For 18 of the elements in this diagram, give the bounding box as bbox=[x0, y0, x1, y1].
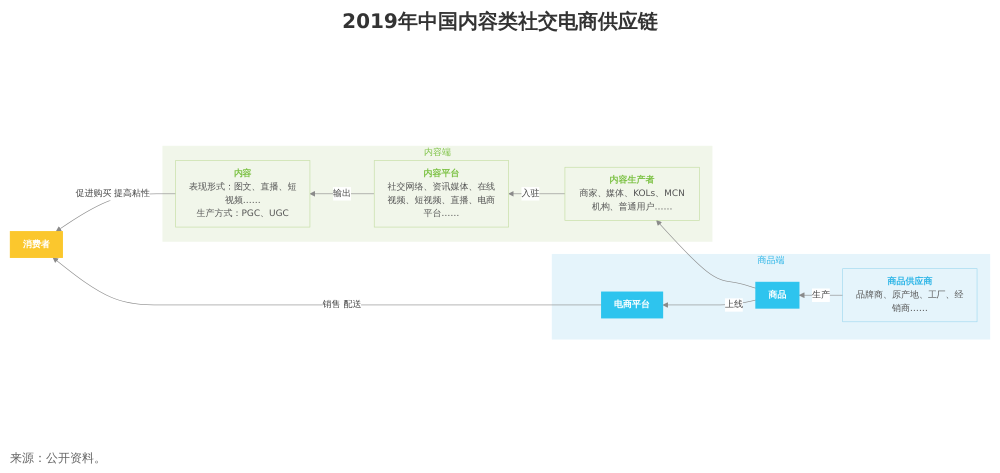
edge-label: 促进购买 提高粘性 bbox=[75, 188, 150, 198]
arrow bbox=[656, 220, 756, 288]
node-box: 内容平台 社交网络、资讯媒体、在线视频、短视频、直播、电商平台…… bbox=[374, 160, 509, 228]
edge-label: 入驻 bbox=[521, 188, 540, 198]
arrow bbox=[662, 300, 756, 308]
edge-label: 销售 配送 bbox=[322, 299, 362, 310]
diagram-title: 2019年中国内容类社交电商供应链 bbox=[342, 8, 658, 35]
node-box: 商品 bbox=[755, 282, 800, 308]
node-box: 消费者 bbox=[10, 230, 63, 258]
node-box: 内容 表现形式：图文、直播、短视频…… 生产方式：PGC、UGC bbox=[175, 160, 310, 228]
edge-label: 生产 bbox=[812, 290, 830, 300]
arrow bbox=[52, 257, 602, 306]
node-box: 商品供应商 品牌商、原产地、工厂、经销商…… bbox=[842, 268, 978, 322]
node-box: 电商平台 bbox=[601, 291, 664, 318]
source-note: 来源：公开资料。 bbox=[10, 450, 106, 467]
node-box: 内容生产者 商家、媒体、KOLs、MCN机构、普通用户…… bbox=[564, 166, 700, 220]
edge-label: 输出 bbox=[333, 188, 352, 198]
edge-label: 上线 bbox=[724, 299, 743, 310]
